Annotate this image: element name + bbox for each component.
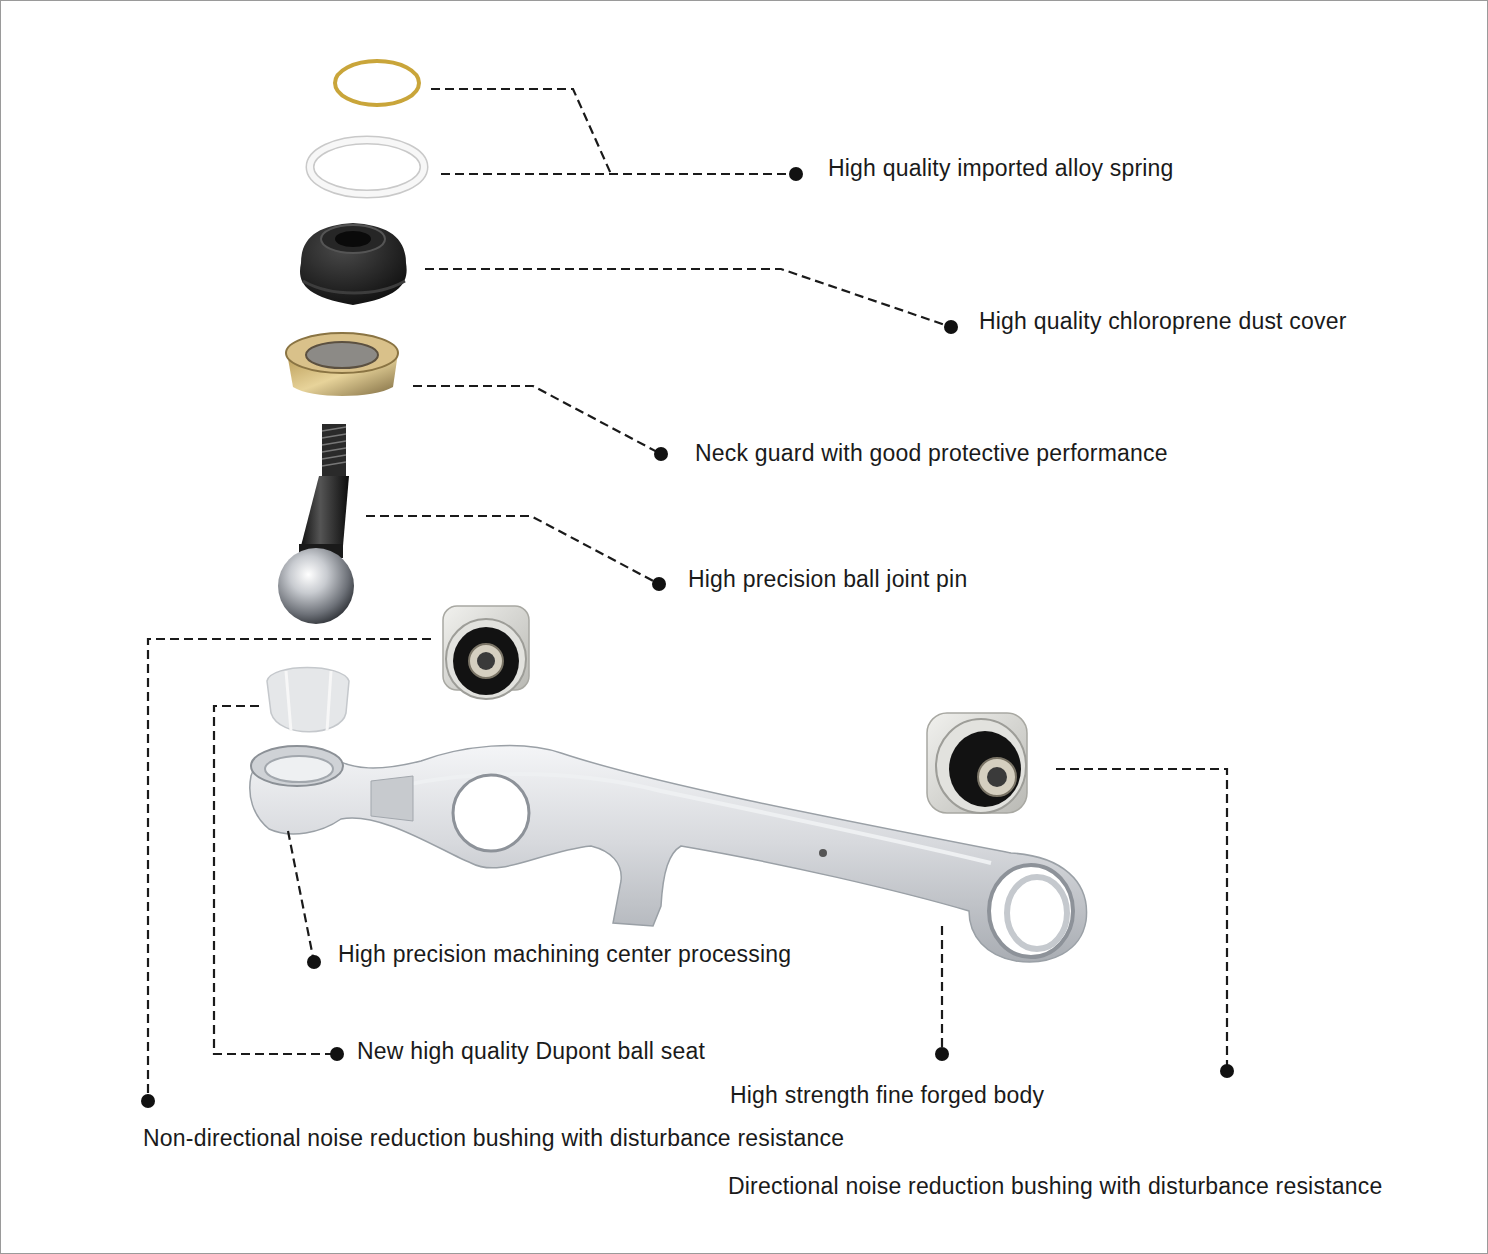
leader-dot — [307, 955, 321, 969]
leader-lines — [148, 89, 1227, 1101]
leader-dot — [789, 167, 803, 181]
leader-line — [425, 269, 951, 327]
leader-line — [413, 386, 661, 454]
leader-line — [431, 89, 611, 174]
neck-guard-bore — [306, 342, 378, 368]
arm-ridge — [381, 774, 991, 863]
white-ring — [310, 140, 424, 194]
bushing-bore — [477, 652, 495, 670]
leader-dot — [935, 1047, 949, 1061]
neck-guard-rim — [286, 333, 398, 373]
leader-dot — [654, 447, 668, 461]
leader-line — [214, 706, 337, 1054]
bushing-rubber — [453, 627, 519, 695]
dust-cover-hole — [335, 231, 371, 247]
ball-head — [278, 548, 354, 624]
bushing-face — [446, 619, 526, 699]
callout-label: High strength fine forged body — [730, 1081, 1044, 1109]
callout-label: High precision machining center processi… — [338, 940, 791, 968]
pin-thread-lines — [322, 427, 346, 466]
ball-socket-bore — [265, 756, 333, 782]
bushing-bore — [987, 767, 1007, 787]
dust-cover-mouth — [321, 225, 385, 253]
leader-dot — [944, 320, 958, 334]
ball-socket-rim — [251, 746, 343, 786]
callout-label: Neck guard with good protective performa… — [695, 439, 1168, 467]
leader-line — [288, 831, 314, 962]
callout-label: Directional noise reduction bushing with… — [728, 1172, 1382, 1200]
arm-pad — [371, 776, 413, 821]
alloy-spring-ring — [335, 61, 419, 105]
pin-thread — [322, 424, 346, 476]
arm-marker-dot — [819, 849, 827, 857]
dust-cover — [300, 223, 407, 305]
leader-dot — [330, 1047, 344, 1061]
leader-dot — [141, 1094, 155, 1108]
bushing-rubber — [949, 731, 1021, 807]
bushing-sleeve — [469, 644, 503, 678]
leader-line — [148, 639, 431, 1101]
callout-label: High precision ball joint pin — [688, 565, 967, 593]
ball-seat — [267, 668, 349, 732]
leader-dot — [1220, 1064, 1234, 1078]
arm-bushing-eye-inner — [1007, 877, 1067, 949]
dust-cover-rib — [303, 281, 405, 293]
callout-label: New high quality Dupont ball seat — [357, 1037, 705, 1065]
arm-bushing-eye — [989, 865, 1073, 957]
bushing-outer — [927, 713, 1027, 813]
arm-lightening-hole — [453, 775, 529, 851]
callout-label: High quality imported alloy spring — [828, 154, 1174, 182]
leader-line — [366, 516, 659, 584]
pin-taper — [301, 476, 349, 546]
callout-label: High quality chloroprene dust cover — [979, 307, 1347, 335]
bushing-sleeve — [978, 758, 1016, 796]
bushing-face — [936, 719, 1026, 813]
white-ring-face — [310, 140, 424, 194]
leader-line — [941, 926, 943, 1054]
leader-line — [441, 173, 796, 175]
callout-label: Non-directional noise reduction bushing … — [143, 1124, 844, 1152]
leader-dot — [652, 577, 666, 591]
ball-seat-highlight — [286, 671, 331, 731]
leader-line — [1056, 769, 1227, 1071]
